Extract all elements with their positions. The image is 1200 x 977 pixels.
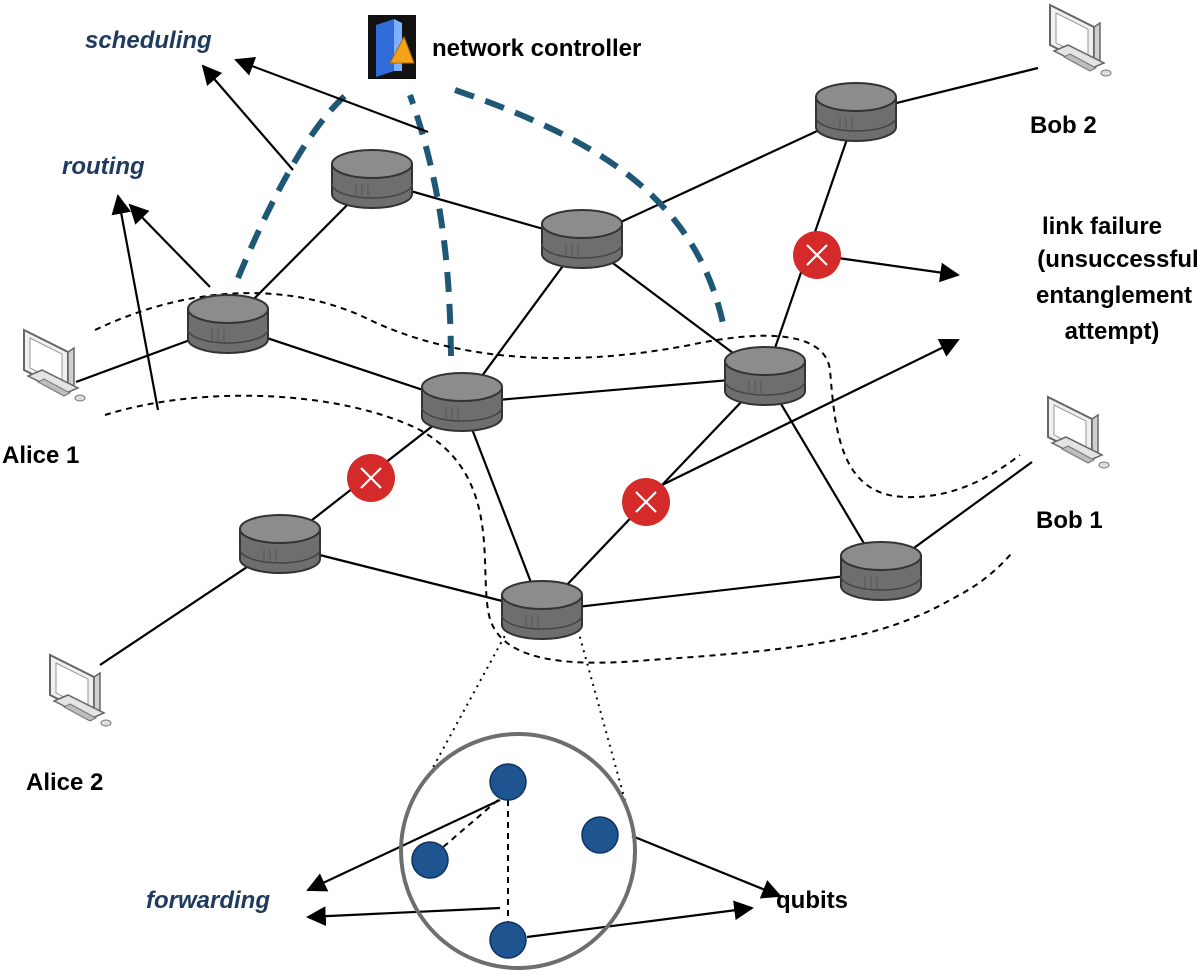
- router-icon: [815, 82, 897, 142]
- alice2-label: Alice 2: [26, 769, 103, 796]
- annotation-arrows: [111, 56, 960, 939]
- router-icon: [840, 541, 922, 601]
- router-icon: [724, 346, 806, 406]
- router-icon: [501, 580, 583, 640]
- network-controller-label: network controller: [432, 35, 641, 62]
- computer-icon-alice2: [49, 654, 112, 727]
- controller-links: [235, 87, 728, 357]
- router-icon: [421, 372, 503, 432]
- routers: [187, 82, 922, 640]
- failure-x-icon: [791, 229, 843, 281]
- router-icon: [187, 294, 269, 354]
- forwarding-label: forwarding: [146, 887, 270, 914]
- bob2-label: Bob 2: [1030, 112, 1097, 139]
- computer-icon-bob1: [1047, 396, 1110, 469]
- router-icon: [331, 149, 413, 209]
- qubits-label: qubits: [776, 887, 848, 914]
- qubit-icon: [411, 841, 449, 879]
- server-icon: [368, 15, 416, 79]
- failure-x-icon: [345, 452, 397, 504]
- qubit-icon: [489, 763, 527, 801]
- routing-paths: [94, 292, 1021, 664]
- scheduling-label: scheduling: [85, 27, 212, 54]
- link-failure-line-4: attempt): [1065, 318, 1160, 345]
- link-failure-line-1: link failure: [1042, 213, 1162, 240]
- computer-icon-alice1: [23, 329, 86, 402]
- zoom-lines: [424, 629, 633, 827]
- router-icon: [239, 514, 321, 574]
- link-failure-line-3: entanglement: [1036, 282, 1192, 309]
- failure-x-icon: [620, 476, 672, 528]
- computer-icon-bob2: [1049, 4, 1112, 77]
- node-zoom-circle: [399, 732, 637, 970]
- routing-label: routing: [62, 153, 145, 180]
- bob1-label: Bob 1: [1036, 507, 1103, 534]
- link-failure-label: link failure (unsuccessful entanglement …: [1036, 213, 1199, 345]
- qubit-icon: [489, 921, 527, 959]
- link-failure-line-2: (unsuccessful: [1037, 246, 1198, 273]
- qubit-icon: [581, 816, 619, 854]
- alice1-label: Alice 1: [2, 442, 79, 469]
- router-icon: [541, 209, 623, 269]
